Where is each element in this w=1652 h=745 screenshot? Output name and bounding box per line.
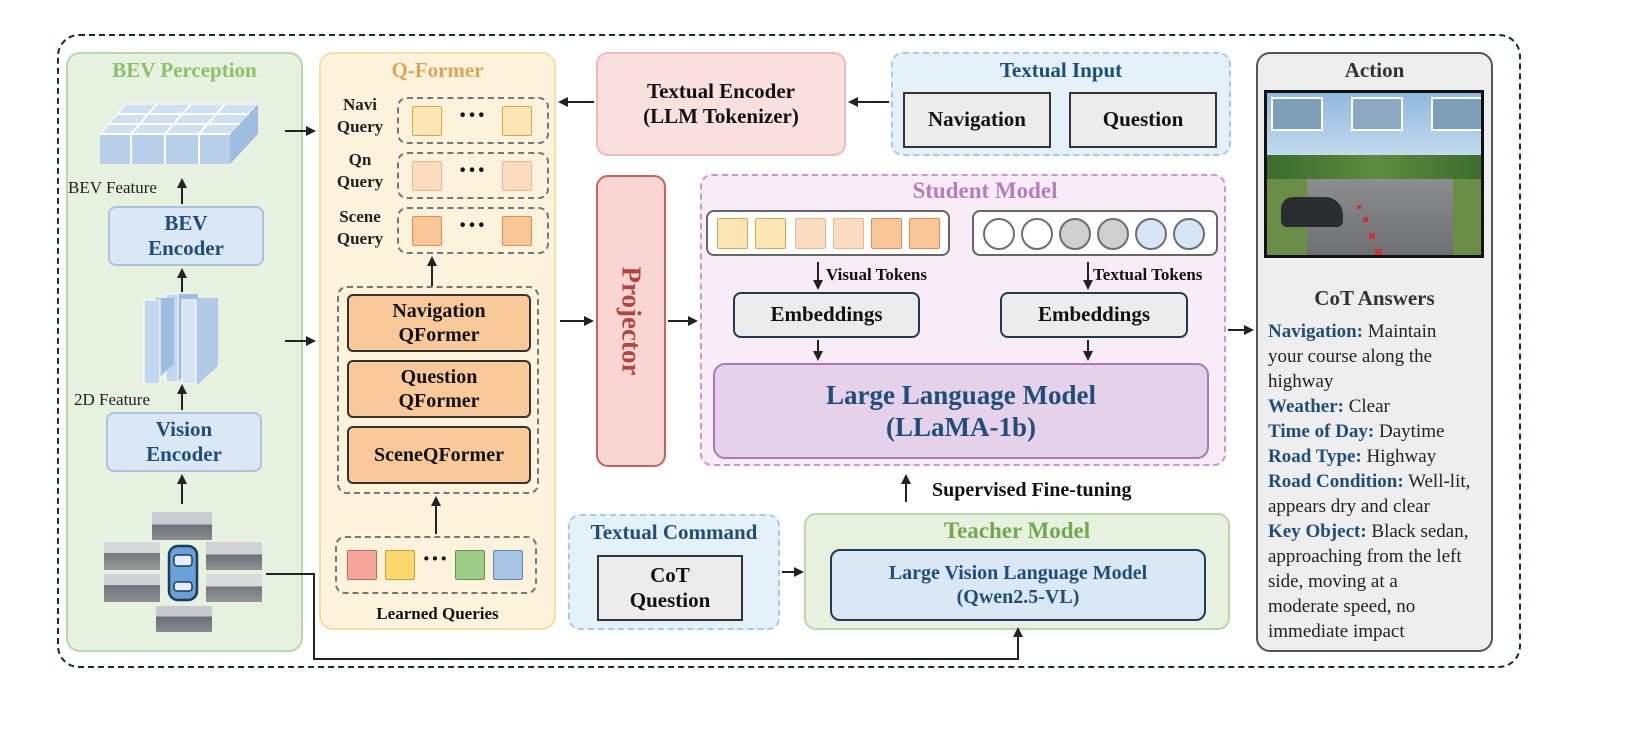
cot-answer-key-object: Key Object: Black sedan, — [1268, 521, 1469, 542]
camera-image-front-left — [104, 542, 160, 570]
camera-image-back-left — [104, 574, 160, 602]
camera-image-front — [152, 512, 212, 540]
bev-perception-title: BEV Perception — [112, 58, 257, 82]
question-input-box: Question — [1069, 92, 1217, 148]
cot-question-box: CoT Question — [597, 555, 743, 621]
surround-camera-images — [104, 512, 262, 632]
textual-token — [1135, 218, 1167, 250]
teacher-model-title: Teacher Model — [943, 518, 1091, 543]
visual-token — [755, 218, 786, 249]
lvlm-box: Large Vision Language Model (Qwen2.5-VL) — [830, 549, 1206, 621]
student-model-title: Student Model — [912, 178, 1058, 203]
cot-answer-time-of-day: Time of Day: Daytime — [1268, 421, 1445, 442]
vision-encoder-box: Vision Encoder — [106, 412, 262, 472]
rearview-mirror-right — [1431, 97, 1481, 131]
scene-query-square — [502, 216, 532, 246]
visual-tokens-label: Visual Tokens — [826, 265, 927, 284]
navi-query-square — [412, 106, 442, 136]
embeddings-left-box: Embeddings — [733, 292, 920, 338]
qformer-title: Q-Former — [391, 58, 484, 82]
visual-token — [833, 218, 864, 249]
qn-query-label: Qn Query — [336, 150, 384, 191]
textual-encoder-box: Textual Encoder (LLM Tokenizer) — [596, 52, 846, 156]
2d-feature-label: 2D Feature — [74, 390, 151, 409]
navigation-qformer-box: Navigation QFormer — [347, 294, 531, 352]
learned-query-ellipsis: ··· — [421, 544, 448, 573]
qn-query-square — [502, 161, 532, 191]
supervised-fine-tuning-label: Supervised Fine-tuning — [932, 479, 1132, 501]
llm-box: Large Language Model (LLaMA-1b) — [713, 363, 1209, 459]
action-title: Action — [1344, 58, 1405, 82]
navi-query-row — [397, 97, 549, 144]
camera-image-back-right — [206, 574, 262, 602]
outer-frame — [57, 34, 1521, 668]
bev-encoder-box: BEV Encoder — [108, 206, 264, 266]
projector-box — [596, 175, 666, 467]
learned-queries-label: Learned Queries — [376, 604, 499, 623]
cot-answer-road-condition: Road Condition: Well-lit, — [1268, 471, 1471, 492]
navigation-input-box: Navigation — [903, 92, 1051, 148]
camera-image-back — [156, 606, 212, 632]
bev-feature-grid-icon — [98, 103, 260, 164]
question-qformer-box: Question QFormer — [347, 360, 531, 418]
visual-token — [909, 218, 940, 249]
textual-command-title: Textual Command — [590, 520, 758, 544]
navi-query-square — [502, 106, 532, 136]
textual-tokens-label: Textual Tokens — [1093, 265, 1203, 284]
2d-feature-stack-icon — [143, 293, 218, 384]
rearview-mirror-left — [1271, 97, 1323, 131]
textual-token — [1173, 218, 1205, 250]
textual-input-title: Textual Input — [999, 58, 1123, 82]
black-sedan-icon — [1281, 197, 1343, 227]
arrow-images-to-teacher — [266, 573, 1023, 660]
learned-queries-row — [335, 536, 537, 594]
camera-image-front-right — [206, 542, 262, 570]
cot-answers-list: Navigation: Maintain your course along t… — [1268, 319, 1490, 644]
learned-query-square — [347, 550, 377, 580]
driving-scene-image — [1264, 90, 1484, 258]
qn-query-ellipsis: ··· — [457, 155, 486, 186]
scene-query-label: Scene Query — [336, 207, 384, 248]
scene-qformer-box: SceneQFormer — [347, 426, 531, 484]
qformer-stack — [337, 286, 539, 494]
visual-token — [795, 218, 826, 249]
visual-token — [871, 218, 902, 249]
scene-query-ellipsis: ··· — [457, 210, 486, 241]
cot-answer-navigation: Navigation: Maintain — [1268, 321, 1437, 342]
cot-answers-title: CoT Answers — [1314, 286, 1435, 310]
textual-token — [1021, 218, 1053, 250]
visual-token — [717, 218, 748, 249]
textual-token — [1097, 218, 1129, 250]
scene-query-square — [412, 216, 442, 246]
navi-query-label: Navi Query — [336, 95, 384, 136]
textual-token — [983, 218, 1015, 250]
car-icon — [167, 544, 199, 602]
learned-query-square — [385, 550, 415, 580]
learned-query-square — [493, 550, 523, 580]
navi-query-ellipsis: ··· — [457, 100, 486, 131]
scene-query-row — [397, 207, 549, 254]
cot-answer-road-type: Road Type: Highway — [1268, 446, 1437, 467]
textual-token — [1059, 218, 1091, 250]
bev-feature-label: BEV Feature — [68, 178, 157, 197]
qn-query-square — [412, 161, 442, 191]
rearview-mirror-center — [1351, 97, 1403, 131]
qn-query-row — [397, 152, 549, 199]
embeddings-right-box: Embeddings — [1000, 292, 1188, 338]
learned-query-square — [455, 550, 485, 580]
cot-answer-weather: Weather: Clear — [1268, 396, 1390, 417]
